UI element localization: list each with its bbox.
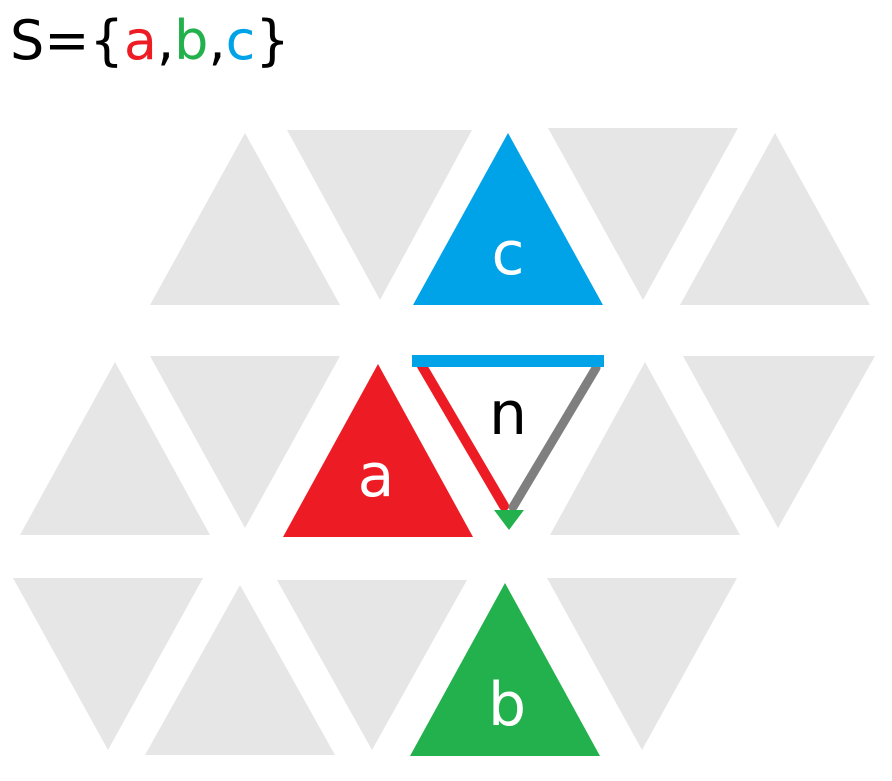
background-triangle-tile — [277, 580, 467, 750]
background-triangle-tile — [547, 578, 737, 750]
triangle-a-label: a — [358, 441, 395, 511]
background-tiles — [13, 128, 875, 755]
triangle-n-edge-gray — [508, 363, 601, 512]
triangle-c — [413, 133, 603, 305]
title-comma-1: , — [156, 9, 175, 72]
background-triangle-tile — [145, 585, 335, 755]
background-triangle-tile — [150, 133, 340, 305]
title-element-c: c — [225, 9, 256, 72]
title-element-b: b — [174, 9, 209, 72]
title-element-a: a — [123, 9, 157, 72]
background-triangle-tile — [13, 578, 203, 750]
triangle-n-label: n — [489, 379, 527, 449]
background-triangle-tile — [683, 356, 875, 528]
background-triangle-tile — [680, 133, 870, 305]
triangle-c-label: c — [492, 219, 525, 289]
title-prefix: S={ — [10, 9, 124, 72]
triangle-a — [283, 364, 473, 537]
triangle-n-edge-a — [417, 361, 509, 511]
background-triangle-tile — [20, 362, 210, 535]
background-triangle-tile — [287, 130, 472, 300]
triangle-b — [410, 583, 600, 756]
triangle-n: n — [412, 355, 604, 530]
set-definition-title: S={a,b,c} — [10, 6, 290, 76]
triangle-n-edge-c — [412, 355, 604, 367]
triangle-b-label: b — [488, 670, 526, 740]
title-comma-2: , — [208, 9, 226, 72]
triangle-n-vertex-b — [494, 510, 524, 530]
background-triangle-tile — [150, 356, 340, 528]
title-suffix: } — [255, 9, 290, 72]
background-triangle-tile — [548, 128, 738, 300]
background-triangle-tile — [550, 362, 740, 535]
